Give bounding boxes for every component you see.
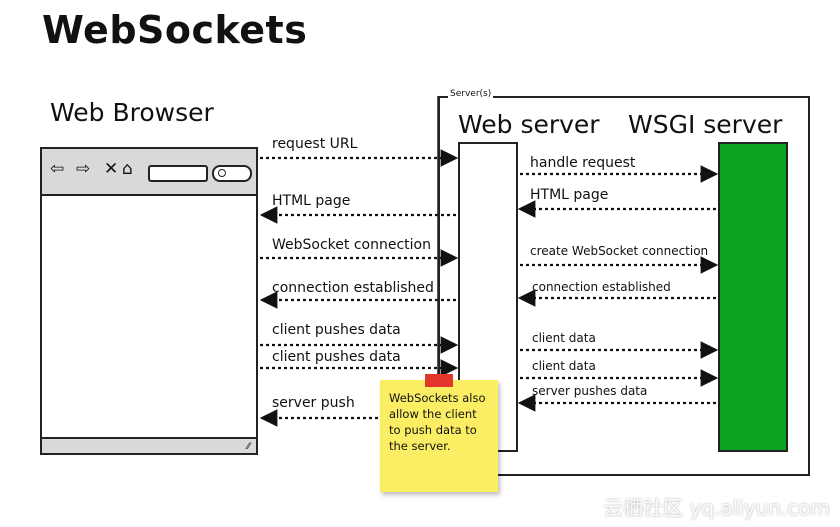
wsgi-server-lifeline — [718, 142, 788, 452]
left-message-label: server push — [272, 395, 355, 411]
sticky-note-pin — [425, 374, 453, 387]
address-bar — [148, 165, 208, 182]
browser-status-bar: ⁄⁄ — [42, 437, 256, 453]
left-message-label: WebSocket connection — [272, 237, 431, 253]
resize-grip-icon: ⁄⁄ — [246, 442, 250, 452]
browser-heading: Web Browser — [50, 98, 214, 127]
forward-arrow-icon: ⇨ — [76, 159, 91, 179]
search-icon — [218, 169, 226, 177]
sticky-note: WebSockets also allow the client to push… — [380, 380, 498, 492]
servers-tag: Server(s) — [448, 89, 494, 99]
right-message-label: create WebSocket connection — [530, 244, 709, 258]
web-server-heading: Web server — [458, 110, 600, 139]
back-arrow-icon: ⇦ — [50, 159, 65, 179]
search-box — [212, 165, 252, 182]
right-message-label: client data — [532, 331, 596, 345]
close-icon: ✕ — [104, 159, 119, 179]
right-message-label: HTML page — [530, 187, 609, 203]
left-message-label: client pushes data — [272, 322, 401, 338]
right-message-label: client data — [532, 359, 596, 373]
home-icon: ⌂ — [122, 159, 133, 179]
right-message-label: server pushes data — [532, 384, 648, 398]
page-title: WebSockets — [42, 8, 308, 52]
sticky-note-text: WebSockets also allow the client to push… — [389, 391, 486, 453]
left-message-label: HTML page — [272, 193, 351, 209]
left-message-label: connection established — [272, 280, 434, 296]
left-message-label: client pushes data — [272, 349, 401, 365]
wsgi-server-heading: WSGI server — [628, 110, 783, 139]
right-message-label: handle request — [530, 155, 636, 171]
browser-toolbar: ⇦ ⇨ ✕ ⌂ — [42, 149, 256, 196]
left-message-label: request URL — [272, 136, 358, 152]
browser-window: ⇦ ⇨ ✕ ⌂ ⁄⁄ — [40, 147, 258, 455]
watermark: 云栖社区 yq.aliyun.com — [603, 496, 830, 520]
right-message-label: connection established — [532, 280, 671, 294]
